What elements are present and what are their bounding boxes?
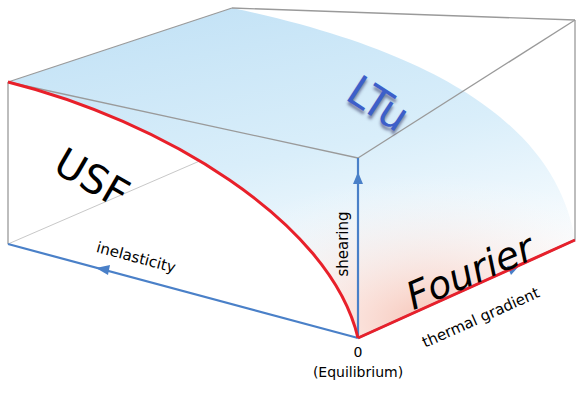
- origin-label: 0: [354, 345, 363, 359]
- surface-glow: [8, 8, 575, 338]
- axis-label: shearing: [336, 211, 351, 276]
- curve-label: USF: [48, 141, 135, 214]
- usf-curve: [8, 82, 358, 338]
- surface: [8, 8, 575, 338]
- origin-note: (Equilibrium): [313, 365, 403, 379]
- box-edges: [8, 8, 575, 244]
